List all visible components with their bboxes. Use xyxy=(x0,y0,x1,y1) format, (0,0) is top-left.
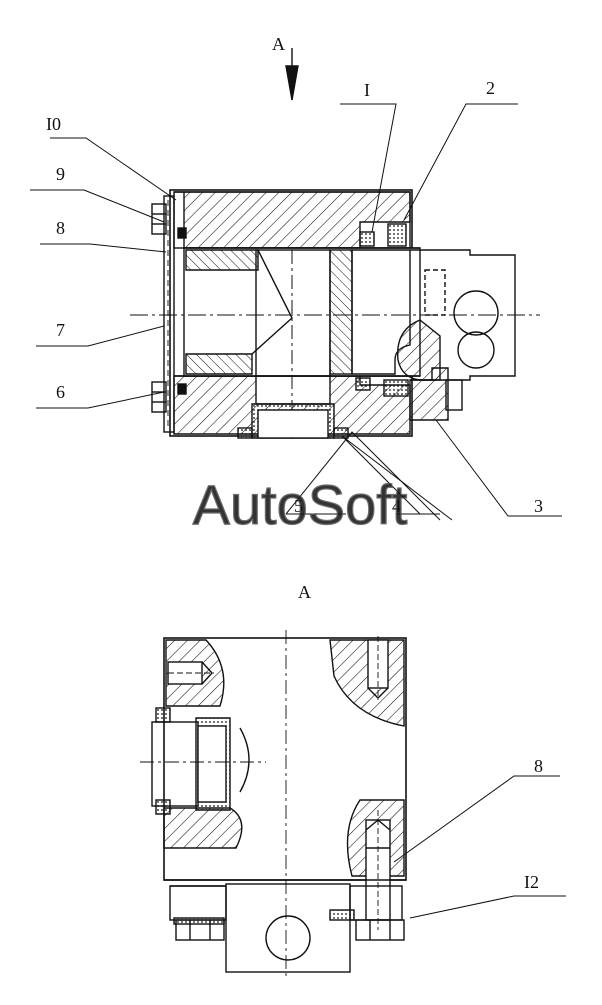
callout-2: 2 xyxy=(486,78,495,98)
callout-4: 4 xyxy=(392,496,401,516)
view-arrow xyxy=(285,48,299,101)
sleeve-upper xyxy=(185,249,259,271)
callout-3: 3 xyxy=(534,496,543,516)
seal-2 xyxy=(387,223,407,247)
nut-right xyxy=(355,919,405,941)
leader-lines xyxy=(30,103,562,521)
callout-7: 7 xyxy=(56,320,65,340)
view-a-title: A xyxy=(298,582,311,602)
screw-9 xyxy=(151,203,167,235)
roller-upper xyxy=(453,290,499,336)
nut-left xyxy=(175,919,225,941)
roller-lower xyxy=(457,331,495,369)
section-view xyxy=(30,48,562,521)
callout-I2: I2 xyxy=(524,872,539,892)
sleeve-lower xyxy=(185,353,253,375)
callout-6: 6 xyxy=(56,382,65,402)
seal-lower-1 xyxy=(355,377,371,391)
screw-6 xyxy=(151,381,167,413)
view-a-pocket-tr xyxy=(329,639,405,727)
view-a-hole xyxy=(265,915,311,961)
watermark: AutoSoft xyxy=(193,473,408,536)
callout-5: 5 xyxy=(294,496,303,516)
view-arrow-label: A xyxy=(272,34,285,54)
callout-I0: I0 xyxy=(46,114,61,134)
callout-I: I xyxy=(364,80,370,100)
callout-9: 9 xyxy=(56,164,65,184)
plunger-block xyxy=(329,249,353,375)
seal-lower-2 xyxy=(383,379,409,397)
seal-1 xyxy=(359,231,375,247)
view-a xyxy=(140,630,566,978)
cover-plate xyxy=(163,195,175,433)
cap-part-3 xyxy=(409,367,449,421)
view-a-base xyxy=(225,883,351,973)
callout-8: 8 xyxy=(56,218,65,238)
callout-8-view-a: 8 xyxy=(534,756,543,776)
roller-housing xyxy=(410,249,516,381)
